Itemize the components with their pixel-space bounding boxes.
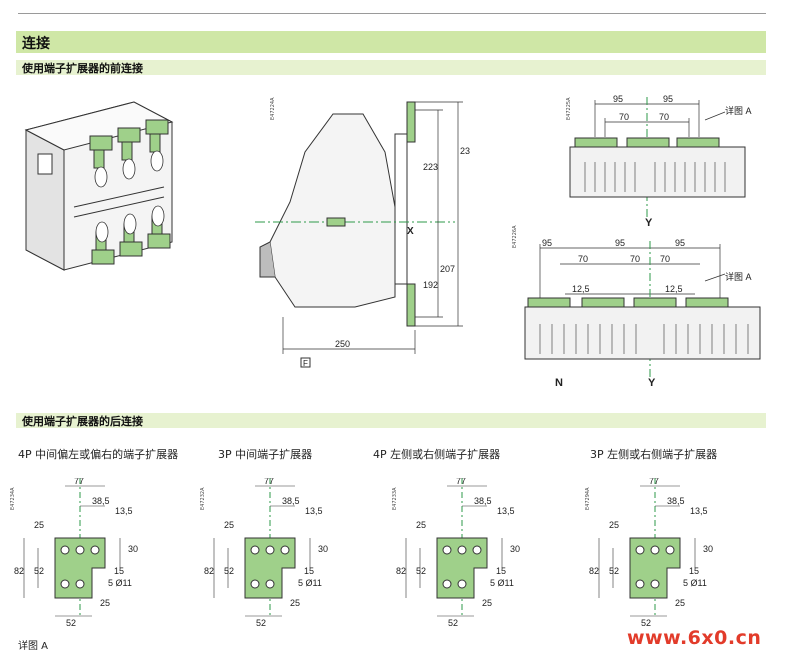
dim-95-d: 95: [615, 238, 625, 248]
breaker-isometric-figure: [14, 92, 189, 296]
dim-95-b: 95: [663, 94, 673, 104]
dim-25-b: 25: [675, 598, 685, 608]
dim-82: 82: [589, 566, 599, 576]
hole-spec: 5 Ø11: [108, 578, 132, 588]
dim-52-b: 52: [448, 618, 458, 628]
dim-52: 52: [34, 566, 44, 576]
dim-52-b: 52: [641, 618, 651, 628]
top-view-3p-figure: 95 95 70 70 详图 A Y: [565, 92, 755, 236]
rear-label-1: 4P 中间偏左或偏右的端子扩展器: [18, 448, 179, 461]
dim-52: 52: [416, 566, 426, 576]
dim-38-5: 38,5: [282, 496, 300, 506]
dim-70-e: 70: [660, 254, 670, 264]
hole-spec: 5 Ø11: [298, 578, 322, 588]
figure-code-6: E47232A: [200, 487, 206, 511]
dim-38-5: 38,5: [667, 496, 685, 506]
detail-a-label-1: 详图 A: [725, 105, 752, 116]
dim-13-5: 13,5: [305, 506, 323, 516]
dim-192: 192: [423, 280, 438, 290]
dim-15: 15: [496, 566, 506, 576]
section-header: 连接: [16, 31, 766, 53]
dim-25: 25: [416, 520, 426, 530]
footnote-detail-a: 详图 A: [18, 641, 49, 652]
rear-label-2: 3P 中间端子扩展器: [218, 448, 313, 461]
rear-label-3: 4P 左侧或右侧端子扩展器: [373, 448, 501, 461]
dim-25-b: 25: [290, 598, 300, 608]
dim-223: 223: [423, 162, 438, 172]
dim-13-5: 13,5: [690, 506, 708, 516]
dim-70-c: 70: [578, 254, 588, 264]
dim-30: 30: [128, 544, 138, 554]
dim-25-b: 25: [482, 598, 492, 608]
dim-15: 15: [304, 566, 314, 576]
dim-250: 250: [335, 339, 350, 349]
dim-13-5: 13,5: [115, 506, 133, 516]
dim-77: 77: [649, 478, 659, 486]
dim-77: 77: [264, 478, 274, 486]
top-rule: [18, 13, 766, 14]
dim-207: 207: [440, 264, 455, 274]
dim-70-d: 70: [630, 254, 640, 264]
axis-n-label: N: [555, 377, 563, 389]
dim-95-c: 95: [542, 238, 552, 248]
dim-52-b: 52: [256, 618, 266, 628]
side-view-figure: 238 223 207 192 250 X F: [255, 92, 475, 381]
hole-spec: 5 Ø11: [683, 578, 707, 588]
dim-13-5: 13,5: [497, 506, 515, 516]
rear-label-4: 3P 左侧或右侧端子扩展器: [590, 448, 718, 461]
figure-code-5: E47234A: [10, 487, 16, 511]
dim-52: 52: [609, 566, 619, 576]
rear-connection-header: 使用端子扩展器的后连接: [16, 413, 766, 428]
dim-38-5: 38,5: [92, 496, 110, 506]
axis-y-label-1: Y: [645, 217, 653, 229]
rear-plate-figure-1: 77 38,5 13,5 25 30 82 52 15 5 Ø11 25 52: [10, 476, 160, 632]
marker-f: F: [303, 359, 308, 368]
dim-95-a: 95: [613, 94, 623, 104]
section-title: 连接: [22, 36, 50, 52]
axis-x-label: X: [407, 226, 414, 237]
dim-70-b: 70: [659, 112, 669, 122]
dim-238: 238: [460, 146, 470, 156]
dim-70-a: 70: [619, 112, 629, 122]
detail-a-label-2: 详图 A: [725, 271, 752, 282]
figure-code-7: E47233A: [392, 487, 398, 511]
front-connection-header: 使用端子扩展器的前连接: [16, 60, 766, 75]
dim-30: 30: [703, 544, 713, 554]
dim-30: 30: [318, 544, 328, 554]
dim-77: 77: [456, 478, 466, 486]
dim-82: 82: [14, 566, 24, 576]
hole-spec: 5 Ø11: [490, 578, 514, 588]
rear-plate-figure-3: 77 38,5 13,5 25 30 82 52 15 5 Ø11 25 52: [392, 476, 542, 632]
rear-connection-title: 使用端子扩展器的后连接: [22, 415, 143, 428]
dim-15: 15: [114, 566, 124, 576]
dim-15: 15: [689, 566, 699, 576]
dim-25: 25: [224, 520, 234, 530]
dim-82: 82: [204, 566, 214, 576]
dim-38-5: 38,5: [474, 496, 492, 506]
dim-25-b: 25: [100, 598, 110, 608]
top-view-4p-figure: 95 95 95 70 70 70 12,5 12,5 详图 A N Y: [520, 236, 765, 395]
dim-30: 30: [510, 544, 520, 554]
rear-plate-figure-4: 77 38,5 13,5 25 30 82 52 15 5 Ø11 25 52: [585, 476, 735, 632]
dim-12-5-a: 12,5: [572, 284, 590, 294]
axis-y-label-2: Y: [648, 377, 656, 389]
dim-95-e: 95: [675, 238, 685, 248]
dim-52-b: 52: [66, 618, 76, 628]
dim-25: 25: [609, 520, 619, 530]
dim-12-5-b: 12,5: [665, 284, 683, 294]
dim-82: 82: [396, 566, 406, 576]
dim-52: 52: [224, 566, 234, 576]
front-connection-title: 使用端子扩展器的前连接: [22, 62, 143, 75]
watermark: www.6x0.cn: [627, 627, 762, 649]
rear-plate-figure-2: 77 38,5 13,5 25 30 82 52 15 5 Ø11 25 52: [200, 476, 350, 632]
dim-77: 77: [74, 478, 84, 486]
dim-25: 25: [34, 520, 44, 530]
figure-code-4: E47226A: [512, 225, 518, 249]
figure-code-8: E47294A: [585, 487, 591, 511]
